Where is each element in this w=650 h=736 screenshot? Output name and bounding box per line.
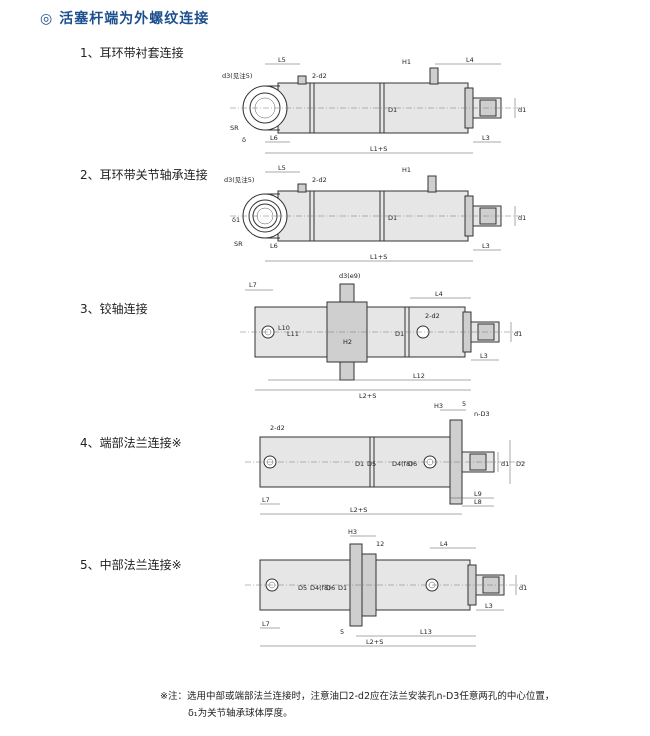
dim-d3-e9: d3(e9) bbox=[339, 272, 360, 280]
dim-l11: L11 bbox=[287, 330, 299, 338]
dim-rod-d1: d1 bbox=[518, 106, 526, 114]
dim-l5: L5 bbox=[278, 56, 286, 64]
dim-d2: D2 bbox=[516, 460, 525, 468]
dim-h1: H1 bbox=[402, 166, 411, 174]
dim-2-d2: 2-d2 bbox=[270, 424, 285, 432]
dim-2-d2: 2-d2 bbox=[425, 312, 440, 320]
page-title: ◎ 活塞杆端为外螺纹连接 bbox=[40, 8, 209, 28]
dim-sr: SR bbox=[230, 124, 239, 132]
dim-l5: L5 bbox=[278, 164, 286, 172]
dim-d5: D5 bbox=[298, 584, 307, 592]
dim-l8: L8 bbox=[474, 498, 482, 506]
section-3-label: 3、铰轴连接 bbox=[80, 302, 148, 316]
dim-rod-d1: d1 bbox=[514, 330, 522, 338]
dim-l7: L7 bbox=[249, 281, 257, 289]
drawing-trunnion: L7 d3(e9) L4 2-d2 L10 L11 H2 D1 d1 L3 L1… bbox=[240, 272, 522, 400]
dimension-lines bbox=[265, 171, 516, 262]
dimension-lines bbox=[260, 535, 517, 647]
dim-d6: D6 bbox=[408, 460, 417, 468]
dim-l3: L3 bbox=[482, 242, 490, 250]
dim-delta1: δ1 bbox=[232, 216, 240, 224]
dim-h3: H3 bbox=[348, 528, 357, 536]
dim-h3: H3 bbox=[434, 402, 443, 410]
dim-l2-s: L2+S bbox=[366, 638, 383, 646]
dim-d6: D6 bbox=[326, 584, 335, 592]
section-2-label: 2、耳环带关节轴承连接 bbox=[80, 168, 208, 182]
dim-d1-bore: D1 bbox=[338, 584, 347, 592]
circle-bullet-icon: ◎ bbox=[40, 11, 54, 27]
page-title-text: 活塞杆端为外螺纹连接 bbox=[59, 11, 210, 27]
dim-d5: D5 bbox=[367, 460, 376, 468]
dim-l6: L6 bbox=[270, 242, 278, 250]
drawing-end-flange: H3 5 n-D3 2-d2 D1 D5 D4(f8) D6 d1 D2 L7 … bbox=[245, 400, 525, 515]
dim-5: 5 bbox=[340, 628, 344, 636]
dim-l3: L3 bbox=[482, 134, 490, 142]
dim-l13: L13 bbox=[420, 628, 432, 636]
cylinder-body bbox=[277, 67, 474, 134]
footnote-line-1: ※注：选用中部或端部法兰连接时，注意油口2-d2应在法兰安装孔n-D3任意两孔的… bbox=[160, 691, 555, 702]
drawing-eye-bushing: d3(见注5) L5 2-d2 H1 L4 D1 d1 SR δ L6 L3 L… bbox=[222, 56, 526, 154]
dim-l4: L4 bbox=[466, 56, 474, 64]
section-1-label: 1、耳环带衬套连接 bbox=[80, 46, 184, 60]
dim-l10: L10 bbox=[278, 324, 290, 332]
footnote: ※注：选用中部或端部法兰连接时，注意油口2-d2应在法兰安装孔n-D3任意两孔的… bbox=[160, 688, 554, 722]
dim-sr: SR bbox=[234, 240, 243, 248]
dim-d4-f8: D4(f8) bbox=[310, 584, 331, 592]
dim-2-d2: 2-d2 bbox=[312, 72, 327, 80]
dimension-lines bbox=[245, 289, 512, 391]
dim-rod-d1: d1 bbox=[519, 584, 527, 592]
dim-d1-bore: D1 bbox=[355, 460, 364, 468]
dim-l6: L6 bbox=[270, 134, 278, 142]
dim-d3: d3(见注5) bbox=[224, 175, 254, 184]
drawing-eye-spherical-bearing: d3(见注5) L5 2-d2 H1 δ1 D1 d1 SR L6 L3 L1+… bbox=[224, 164, 526, 262]
dim-rod-d1: d1 bbox=[518, 214, 526, 222]
dim-d4-f8: D4(f8) bbox=[392, 460, 413, 468]
dim-h2: H2 bbox=[343, 338, 352, 346]
dim-l2-s: L2+S bbox=[350, 506, 367, 514]
dim-l7: L7 bbox=[262, 496, 270, 504]
section-5-label: 5、中部法兰连接※ bbox=[80, 558, 182, 572]
dim-2-d2: 2-d2 bbox=[312, 176, 327, 184]
footnote-line-2: δ₁为关节轴承球体厚度。 bbox=[188, 708, 293, 719]
dim-5: 5 bbox=[462, 400, 466, 408]
dim-12: 12 bbox=[376, 540, 384, 548]
dim-n-d3: n-D3 bbox=[474, 410, 490, 418]
dim-l2-s: L2+S bbox=[359, 392, 376, 400]
dim-l1-s: L1+S bbox=[370, 253, 387, 261]
cylinder-body bbox=[277, 175, 474, 242]
dimension-lines bbox=[265, 63, 516, 154]
dim-l7: L7 bbox=[262, 620, 270, 628]
dim-l3: L3 bbox=[485, 602, 493, 610]
dim-d3: d3(见注5) bbox=[222, 71, 252, 80]
dim-rod-d1: d1 bbox=[501, 460, 509, 468]
drawing-middle-flange: H3 12 L4 D5 D4(f8) D6 D1 d1 L7 5 L3 L13 … bbox=[245, 528, 527, 647]
dim-l12: L12 bbox=[413, 372, 425, 380]
dim-d1-bore: D1 bbox=[388, 214, 397, 222]
dim-l3: L3 bbox=[480, 352, 488, 360]
dim-l4: L4 bbox=[440, 540, 448, 548]
dim-l9: L9 bbox=[474, 490, 482, 498]
section-4-label: 4、端部法兰连接※ bbox=[80, 436, 182, 450]
dim-l1-s: L1+S bbox=[370, 145, 387, 153]
dim-d1-bore: D1 bbox=[395, 330, 404, 338]
dim-d1-bore: D1 bbox=[388, 106, 397, 114]
dim-h1: H1 bbox=[402, 58, 411, 66]
dim-delta: δ bbox=[242, 136, 246, 144]
dim-l4: L4 bbox=[435, 290, 443, 298]
dimension-lines bbox=[260, 409, 511, 515]
